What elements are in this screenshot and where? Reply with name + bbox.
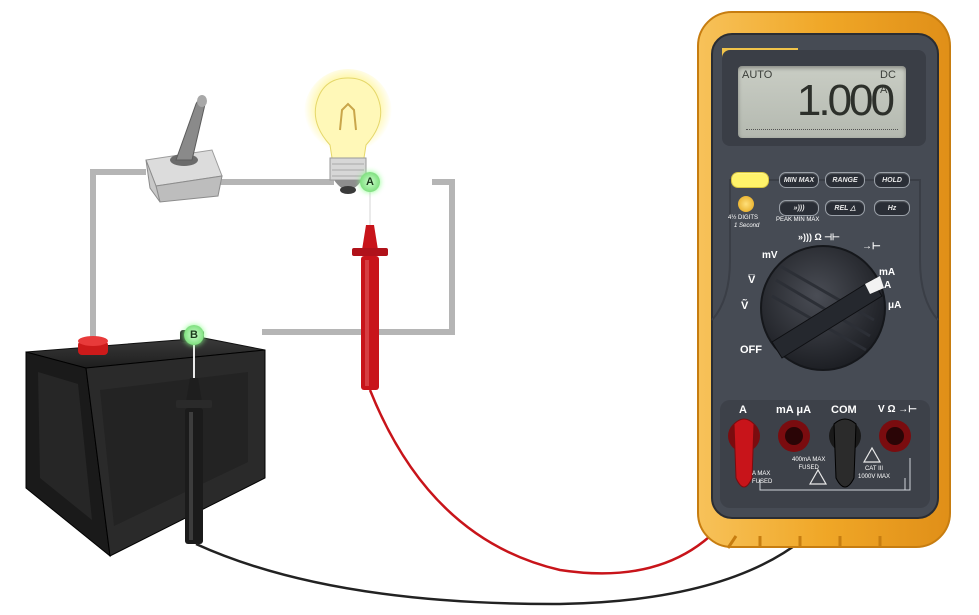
dial-off-label: OFF bbox=[740, 344, 762, 356]
rotary-dial[interactable] bbox=[760, 245, 886, 371]
dial-ua-label: μA bbox=[888, 300, 902, 311]
black-lead bbox=[195, 491, 847, 606]
fuse-mid-label: 400mA MAX FUSED bbox=[792, 457, 826, 471]
red-plug bbox=[733, 418, 755, 488]
toggle-switch[interactable] bbox=[145, 95, 223, 203]
min-max-button[interactable]: MIN MAX bbox=[779, 172, 819, 188]
circuit-wires bbox=[90, 169, 455, 342]
bargraph bbox=[746, 129, 898, 130]
probe-b-tag[interactable]: B bbox=[184, 325, 204, 345]
dial-vdc-label: V̅ bbox=[748, 274, 756, 286]
dial-mv-label: mV bbox=[762, 250, 778, 261]
unit-indicator: A bbox=[880, 84, 888, 96]
dial-a-label: A bbox=[884, 280, 892, 291]
probe-a-tag[interactable]: A bbox=[360, 172, 380, 192]
auto-indicator: AUTO bbox=[742, 69, 773, 81]
backlight-button[interactable] bbox=[731, 172, 769, 188]
red-probe[interactable] bbox=[352, 190, 388, 390]
black-plug bbox=[833, 418, 857, 488]
digits-sub-label: 1 Second bbox=[734, 223, 760, 229]
hz-button[interactable]: Hz bbox=[874, 200, 910, 216]
jack-v-ohm-label: V Ω →⊢ bbox=[878, 404, 917, 415]
cat-label: CAT III 1000V MAX bbox=[858, 466, 891, 480]
jack-a-label: A bbox=[739, 404, 747, 416]
dial-vac-label: Ṽ bbox=[741, 300, 749, 312]
lcd-reading: 1.000 bbox=[796, 76, 895, 125]
dc-indicator: DC bbox=[880, 69, 896, 81]
range-button[interactable]: RANGE bbox=[825, 172, 865, 188]
jack-com-label: COM bbox=[831, 404, 857, 416]
peak-label: PEAK MIN MAX bbox=[776, 217, 820, 223]
lcd-display: AUTO DC A 1.000 bbox=[738, 66, 906, 138]
fuse-left-label: A MAX FUSED bbox=[752, 471, 773, 485]
dial-ma-label: mA bbox=[879, 267, 896, 278]
dial-diode-label: →⊢ bbox=[862, 241, 881, 252]
jack-ma-ua-label: mA μA bbox=[776, 404, 812, 416]
black-probe[interactable] bbox=[176, 345, 212, 544]
rel-button[interactable]: REL △ bbox=[825, 200, 865, 216]
hold-button[interactable]: HOLD bbox=[874, 172, 910, 188]
red-lead bbox=[368, 389, 747, 575]
battery bbox=[25, 330, 266, 558]
light-bulb bbox=[304, 69, 392, 194]
digits-label: 4½ DIGITS bbox=[728, 215, 759, 221]
sun-icon[interactable] bbox=[738, 196, 754, 212]
dial-ohm-label: »))) Ω ⊣⊢ bbox=[798, 232, 840, 242]
continuity-button[interactable]: »))) bbox=[779, 200, 819, 216]
